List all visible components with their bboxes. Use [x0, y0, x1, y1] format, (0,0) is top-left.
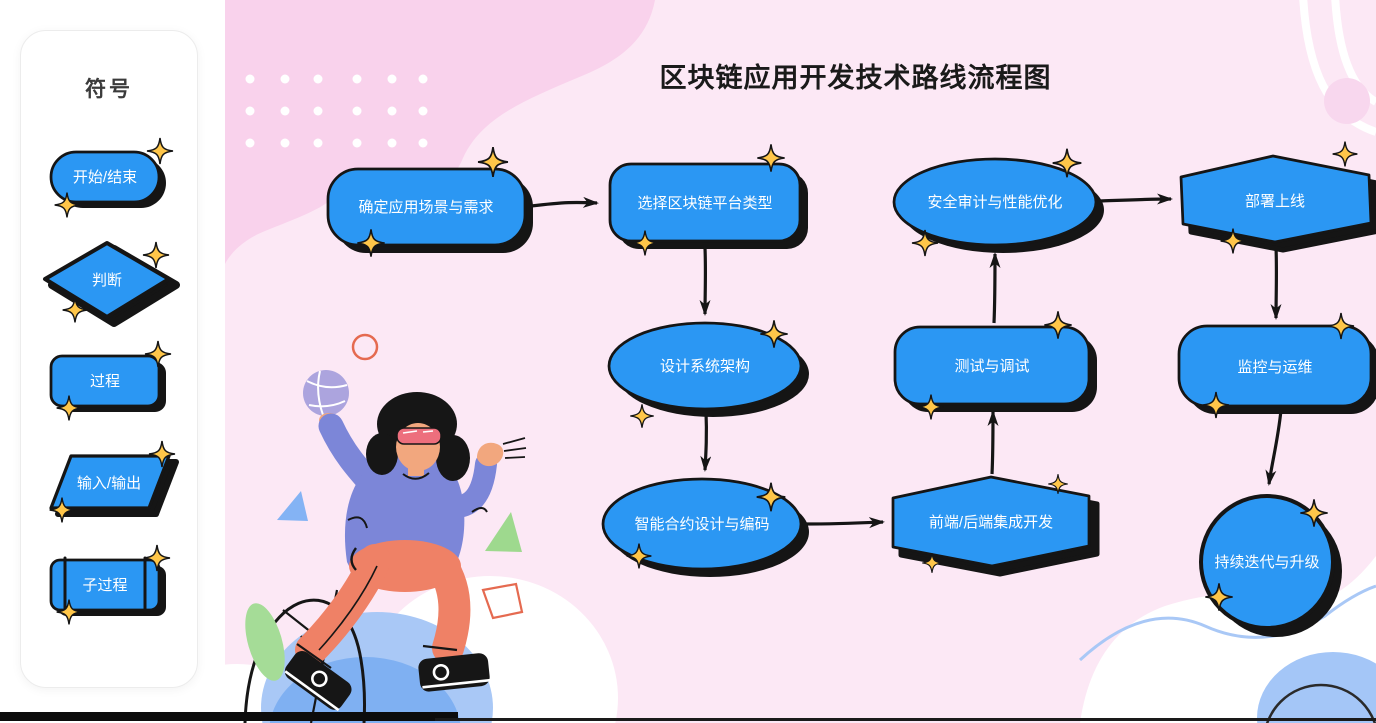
sweater-fold [347, 516, 368, 529]
glasses-shine [402, 430, 434, 434]
node-frontend-backend[interactable]: 前端/后端集成开发 [891, 473, 1100, 577]
node-label: 确定应用场景与需求 [358, 198, 493, 216]
vr-glasses [396, 427, 442, 445]
leaf [245, 603, 285, 681]
flowchart-canvas[interactable]: 区块链应用开发技术路线流程图 [225, 0, 1376, 723]
node-choose-platform[interactable]: 选择区块链平台类型 [608, 143, 808, 257]
symbol-palette: 符号 开始/结束 判断 [20, 30, 198, 688]
node-label: 持续迭代与升级 [1214, 554, 1319, 571]
node-label: 前端/后端集成开发 [929, 514, 1053, 531]
decor-top-left-blob [225, 0, 655, 264]
illustration-person-scene [225, 333, 618, 723]
right-shoe [418, 653, 491, 692]
decor-dot-grid [245, 74, 428, 148]
circle-shape [1199, 494, 1335, 630]
torso-sweater [344, 449, 465, 570]
palette-shape-process[interactable]: 过程 [29, 333, 189, 435]
edge-n3-n4 [700, 411, 712, 472]
node-smart-contract[interactable]: 智能合约设计与编码 [601, 477, 809, 577]
node-deploy[interactable]: 部署上线 [1179, 140, 1376, 255]
palette-shape-terminator[interactable]: 开始/结束 [29, 129, 189, 231]
terminator-shape [49, 150, 161, 204]
node-label: 选择区块链平台类型 [637, 195, 772, 212]
node-security-audit[interactable]: 安全审计与性能优化 [892, 147, 1104, 257]
decision-shape [43, 241, 171, 319]
edge-n6-n7 [989, 252, 1001, 324]
node-test-debug[interactable]: 测试与调试 [893, 310, 1097, 421]
ellipse-shape [601, 477, 803, 571]
left-leg [295, 544, 391, 666]
shape-label: 过程 [90, 373, 120, 390]
edge-n4-n5 [804, 517, 885, 529]
input-output-shape [49, 454, 171, 510]
right-hand [477, 442, 504, 467]
hair-curl [436, 435, 470, 481]
process-shape [1177, 324, 1373, 408]
process-shape [49, 354, 161, 408]
palette-shape-input-output[interactable]: 输入/输出 [29, 435, 189, 537]
elbow-line [471, 507, 488, 513]
node-label: 安全审计与性能优化 [927, 193, 1062, 211]
motion-lines [502, 437, 527, 459]
right-arm [430, 453, 497, 518]
node-design-architecture[interactable]: 设计系统架构 [607, 319, 809, 429]
necklace [402, 472, 430, 480]
edge-n7-n8 [1099, 193, 1173, 205]
subprocess-shape [49, 558, 161, 612]
deco-circle-outline [351, 333, 379, 361]
deco-triangle-blue [277, 491, 308, 521]
right-leg [425, 548, 471, 664]
edge-n1-n2 [530, 196, 599, 208]
process-shape [608, 162, 802, 243]
palette-title: 符号 [85, 78, 133, 101]
node-continuous-iteration[interactable]: 持续迭代与升级 [1199, 494, 1342, 637]
diagram-title: 区块链应用开发技术路线流程图 [659, 63, 1052, 93]
decor-top-right [1299, 0, 1376, 136]
node-monitor-ops[interactable]: 监控与运维 [1177, 312, 1376, 419]
deco-triangle-green [485, 512, 522, 552]
edges [530, 193, 1283, 529]
ball [303, 370, 349, 416]
shape-label: 子过程 [82, 577, 127, 594]
shape-label: 输入/输出 [77, 475, 141, 492]
node-label: 设计系统架构 [660, 358, 750, 375]
ball-lines [306, 370, 348, 416]
edge-n9-n10 [1265, 409, 1283, 486]
pants-seam [318, 565, 378, 651]
edge-n5-n6 [987, 410, 999, 475]
sparkle-icon [1331, 140, 1359, 168]
node-label: 测试与调试 [954, 358, 1029, 375]
node-define-use-case[interactable]: 确定应用场景与需求 [326, 146, 533, 258]
hair-curl [366, 433, 398, 475]
deco-quad-outline [481, 582, 524, 620]
node-label: 监控与运维 [1237, 359, 1312, 376]
node-label: 智能合约设计与编码 [634, 515, 769, 533]
palette-shape-decision[interactable]: 判断 [29, 231, 189, 333]
ellipse-shape [607, 321, 803, 411]
hexagon-shape [1179, 154, 1373, 244]
diagram-scene: 确定应用场景与需求 选择区块链平台类型 设计系统架构 [225, 0, 1376, 723]
process-shape [893, 325, 1091, 406]
ellipse-shape [892, 157, 1098, 247]
shape-label: 开始/结束 [73, 169, 137, 186]
left-shoe [284, 651, 352, 712]
sparkle-icon [629, 403, 655, 429]
shape-label: 判断 [92, 272, 122, 289]
node-label: 部署上线 [1245, 193, 1305, 210]
hexagon-shape [891, 475, 1091, 568]
decor-bottom-right [1078, 556, 1376, 723]
pocket-line [350, 547, 357, 571]
cuff-lines [296, 643, 458, 669]
palette-shape-subprocess[interactable]: 子过程 [29, 537, 189, 639]
terminator-shape [326, 167, 527, 247]
